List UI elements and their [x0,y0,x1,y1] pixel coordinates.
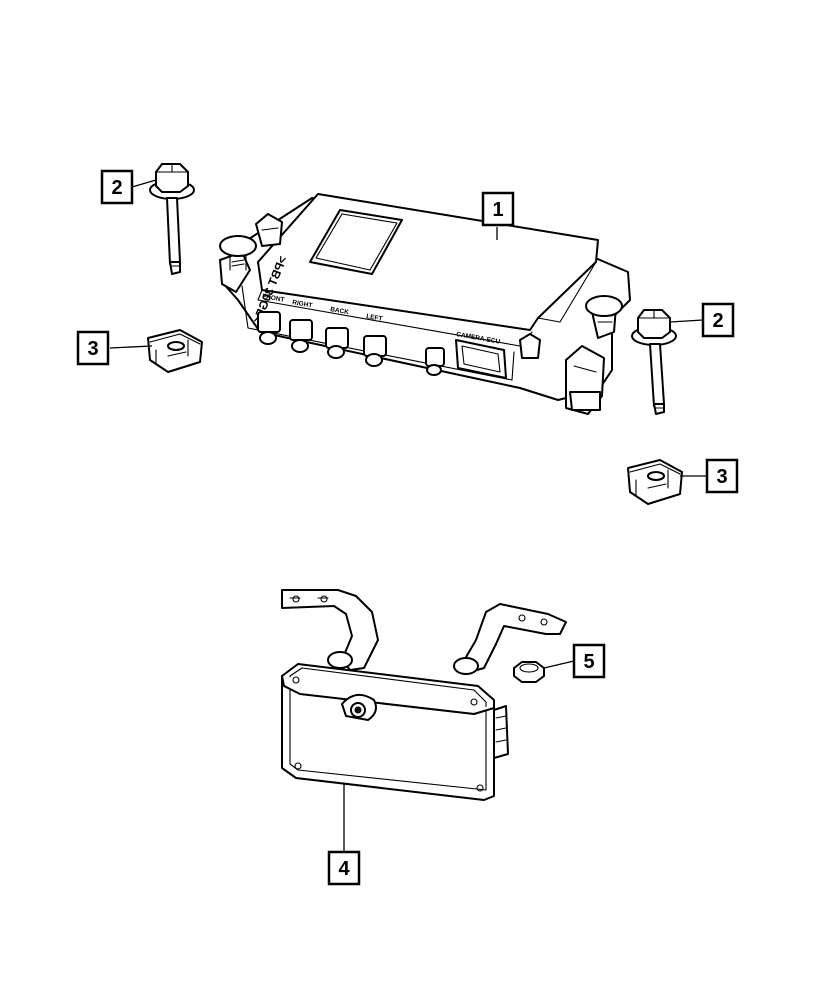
leader-3a [109,345,153,349]
port-label-right: RIGHT [292,299,313,309]
callout-3-left: 3 [76,330,110,366]
callout-4: 4 [327,850,361,886]
clip-nut-part-3-right [627,459,683,505]
mounting-ear-front-mid [519,333,541,359]
port-connector-back [325,327,349,359]
leader-5 [543,660,575,669]
mounting-ear-right-front [565,345,605,415]
leader-2a [131,179,157,188]
module-part-1: >PBT 30GF< FRONT RIGHT BACK LEFT CAMERA-… [219,193,631,415]
svg-text:1: 1 [492,199,503,221]
port-label-back: BACK [330,306,350,316]
callout-2-right: 2 [701,302,735,338]
svg-text:5: 5 [583,651,594,673]
leader-lines [109,179,707,852]
nut-part-5 [513,661,545,683]
svg-text:2: 2 [712,310,723,332]
leader-2b [669,319,704,323]
svg-text:3: 3 [87,338,98,360]
camera-module-part-4 [281,589,567,801]
callout-1: 1 [481,191,515,227]
mounting-ear-left-rear [255,213,283,247]
svg-text:3: 3 [716,466,727,488]
port-connector-front [257,311,281,345]
bolt-part-2-right [631,309,677,415]
port-label-left: LEFT [366,313,383,323]
svg-text:4: 4 [338,858,350,880]
port-connector-aux [425,347,445,376]
callout-5: 5 [572,643,606,679]
port-connector-left [363,335,387,367]
port-label-front: FRONT [262,293,285,304]
bolt-part-2-left [149,163,195,275]
callout-3-right: 3 [705,458,739,494]
svg-text:2: 2 [111,177,122,199]
clip-nut-part-3-left [147,329,203,373]
port-connector-right [289,319,313,353]
mounting-ear-right [585,295,623,339]
mounting-ear-left [219,235,257,293]
callout-2-left: 2 [100,169,134,205]
port-connector-main [455,339,507,379]
